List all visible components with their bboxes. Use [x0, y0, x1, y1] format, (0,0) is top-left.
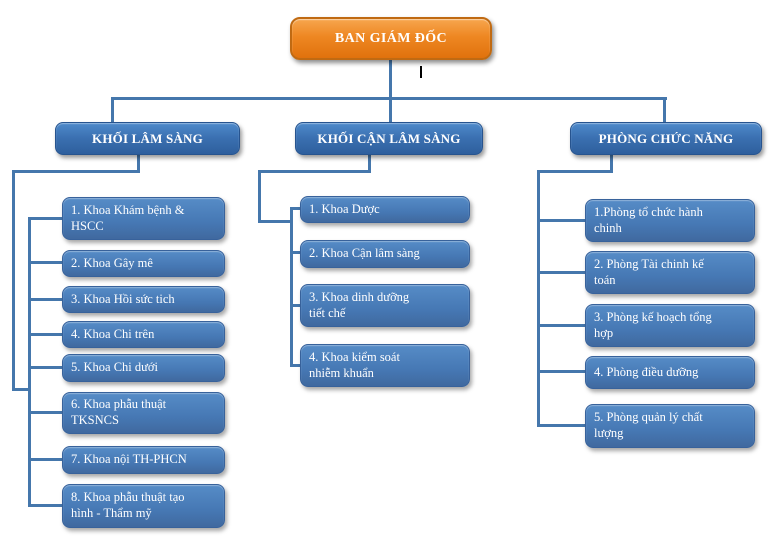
org-item: 1. Khoa Khám bệnh & HSCC	[62, 197, 225, 240]
connector-line	[610, 155, 613, 173]
org-item: 4. Khoa Chi trên	[62, 321, 225, 348]
org-item: 2. Khoa Cận lâm sàng	[300, 240, 470, 268]
connector-line	[28, 411, 64, 414]
org-item: 6. Khoa phẫu thuật TKSNCS	[62, 392, 225, 434]
connector-line	[290, 207, 293, 367]
org-item: 4. Khoa kiểm soát nhiễm khuẩn	[300, 344, 470, 387]
connector-line	[28, 217, 31, 507]
connector-line	[537, 219, 587, 222]
connector-line	[28, 458, 64, 461]
connector-line	[290, 207, 302, 210]
org-item: 7. Khoa nội TH-PHCN	[62, 446, 225, 474]
stray-mark	[420, 66, 422, 78]
connector-line	[258, 170, 261, 223]
org-item: 1. Khoa Dược	[300, 196, 470, 223]
connector-line	[28, 333, 64, 336]
connector-line	[663, 97, 666, 123]
connector-line	[258, 220, 293, 223]
connector-line	[290, 304, 302, 307]
connector-line	[28, 217, 64, 220]
org-item: 2. Khoa Gây mê	[62, 250, 225, 277]
connector-line	[537, 170, 540, 427]
org-column-header-khoi-can-lam-sang: KHỐI CẬN LÂM SÀNG	[295, 122, 483, 155]
connector-line	[368, 155, 371, 173]
connector-line	[28, 504, 64, 507]
org-item: 4. Phòng điều dưỡng	[585, 356, 755, 389]
org-column-header-khoi-lam-sang: KHỐI LÂM SÀNG	[55, 122, 240, 155]
connector-line	[111, 97, 114, 123]
connector-line	[389, 97, 392, 123]
org-column-header-phong-chuc-nang: PHÒNG CHỨC NĂNG	[570, 122, 762, 155]
connector-line	[28, 366, 64, 369]
connector-line	[537, 370, 587, 373]
connector-line	[537, 170, 613, 173]
connector-line	[258, 170, 371, 173]
connector-line	[12, 388, 31, 391]
connector-line	[12, 170, 15, 391]
connector-line	[12, 170, 140, 173]
org-item: 3. Phòng kế hoạch tổng hợp	[585, 304, 755, 347]
connector-line	[389, 60, 392, 98]
org-item: 3. Khoa dinh dưỡng tiết chế	[300, 284, 470, 327]
org-root: BAN GIÁM ĐỐC	[290, 17, 492, 60]
connector-line	[537, 424, 587, 427]
org-item: 1.Phòng tổ chức hành chinh	[585, 199, 755, 242]
connector-line	[537, 271, 587, 274]
org-item: 2. Phòng Tài chinh kế toán	[585, 251, 755, 294]
connector-line	[137, 155, 140, 173]
org-item: 5. Khoa Chi dưới	[62, 354, 225, 382]
connector-line	[290, 251, 302, 254]
connector-line	[290, 364, 302, 367]
connector-line	[28, 261, 64, 264]
connector-line	[537, 324, 587, 327]
connector-line	[28, 298, 64, 301]
org-item: 3. Khoa Hồi sức tich	[62, 286, 225, 313]
org-item: 8. Khoa phẫu thuật tạo hình - Thẩm mỹ	[62, 484, 225, 528]
org-item: 5. Phòng quản lý chất lượng	[585, 404, 755, 448]
